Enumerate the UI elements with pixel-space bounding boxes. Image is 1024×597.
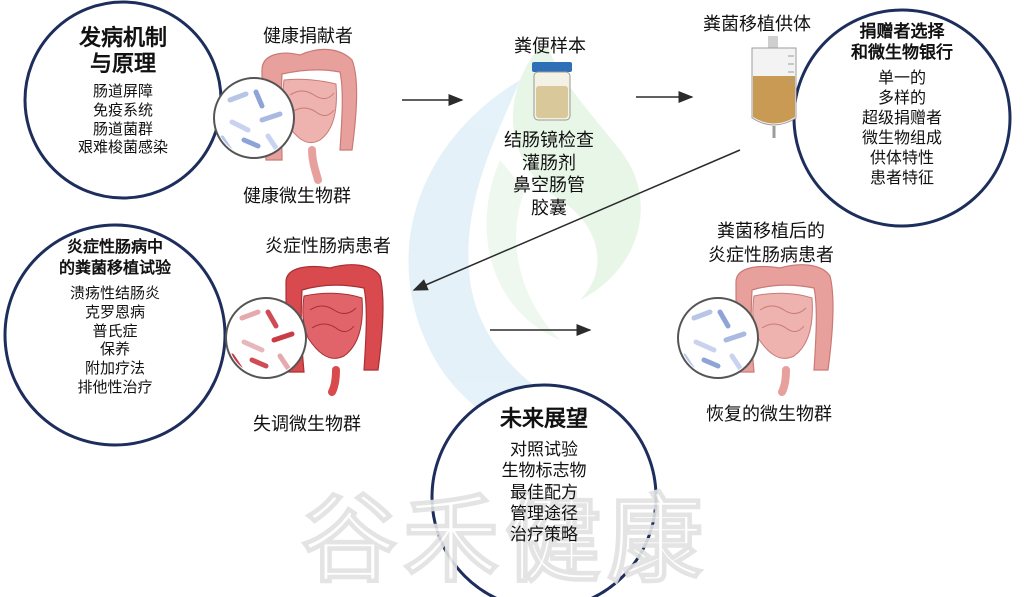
donor-item: 患者特征 <box>869 168 934 187</box>
healthy-donor-label: 健康捐献者 <box>263 26 353 47</box>
delivery-method-item: 胶囊 <box>531 197 567 219</box>
delivery-method-item: 灌肠剂 <box>522 152 576 174</box>
ibd-trials-item: 附加疗法 <box>84 359 145 377</box>
future-item: 治疗策略 <box>510 525 578 545</box>
future-item: 最佳配方 <box>510 482 578 503</box>
ibd-trials-item: 溃疡性结肠炎 <box>69 284 160 302</box>
ibd-trials-title-line: 的粪菌移植试验 <box>58 258 171 277</box>
post-fmt-label-line: 粪菌移植后的 <box>717 221 825 242</box>
mechanism-item: 免疫系统 <box>92 100 153 119</box>
fmt-donor-label: 粪菌移植供体 <box>703 14 811 35</box>
infusion-bag-icon <box>751 36 797 138</box>
donor-selection-text: 捐赠者选择 和微生物银行 单一的 多样的 超级捐赠者 微生物组成 供体特性 患者… <box>812 22 992 188</box>
donor-item: 单一的 <box>877 68 926 87</box>
mechanism-title-line: 发病机制 <box>78 26 167 51</box>
ibd-trials-item: 排他性治疗 <box>77 377 153 396</box>
future-item: 对照试验 <box>510 440 578 460</box>
post-fmt-label-line: 炎症性肠病患者 <box>708 245 834 266</box>
donor-item: 多样的 <box>877 88 926 107</box>
watermark: 谷禾健康 <box>300 483 709 597</box>
future-outlook-circle <box>430 383 658 597</box>
donor-item: 微生物组成 <box>861 128 942 147</box>
stool-sample-label: 粪便样本 <box>514 36 586 57</box>
ibd-patient-label: 炎症性肠病患者 <box>265 236 391 257</box>
ibd-trials-item: 克罗恩病 <box>84 302 145 321</box>
arrow-fmt-to-patient <box>412 149 741 291</box>
future-title-line: 未来展望 <box>499 407 588 432</box>
donor-item: 超级捐赠者 <box>861 108 942 127</box>
stool-jar-icon <box>532 62 572 121</box>
post-fmt-patient-label: 粪菌移植后的 炎症性肠病患者 <box>686 220 856 268</box>
future-item: 生物标志物 <box>501 461 587 482</box>
ibd-trials-text: 炎症性肠病中 的粪菌移植试验 溃疡性结肠炎 克罗恩病 普氏症 保养 附加疗法 排… <box>28 236 202 397</box>
microbe-magnifier-icon <box>213 77 295 159</box>
delivery-method-item: 鼻空肠管 <box>513 175 585 196</box>
mechanism-item: 肠道屏障 <box>92 82 153 100</box>
ibd-trials-circle <box>3 223 227 447</box>
delivery-method-item: 结肠镜检查 <box>504 130 594 151</box>
mechanism-item: 艰难梭菌感染 <box>77 138 168 157</box>
mechanism-text: 发病机制 与原理 肠道屏障 免疫系统 肠道菌群 艰难梭菌感染 <box>40 26 206 157</box>
mechanism-item: 肠道菌群 <box>92 119 153 138</box>
future-outlook-text: 未来展望 对照试验 生物标志物 最佳配方 管理途径 治疗策略 <box>454 406 634 546</box>
ibd-trials-title-line: 炎症性肠病中 <box>66 237 163 256</box>
donor-title-line: 捐赠者选择 <box>859 22 945 42</box>
microbe-magnifier-icon <box>677 297 759 379</box>
donor-item: 供体特性 <box>869 148 934 167</box>
mechanism-title-line: 与原理 <box>89 52 156 77</box>
ibd-trials-item: 普氏症 <box>92 321 138 340</box>
ibd-trials-item: 保养 <box>99 340 130 359</box>
future-item: 管理途径 <box>510 503 578 524</box>
restored-microbiota-label: 恢复的微生物群 <box>706 404 832 425</box>
healthy-microbiota-label: 健康微生物群 <box>243 186 351 207</box>
microbe-magnifier-icon <box>225 297 307 379</box>
dysbiosis-label: 失调微生物群 <box>253 414 361 435</box>
delivery-methods-list: 结肠镜检查 灌肠剂 鼻空肠管 胶囊 <box>474 130 624 220</box>
donor-title-line: 和微生物银行 <box>851 43 953 63</box>
